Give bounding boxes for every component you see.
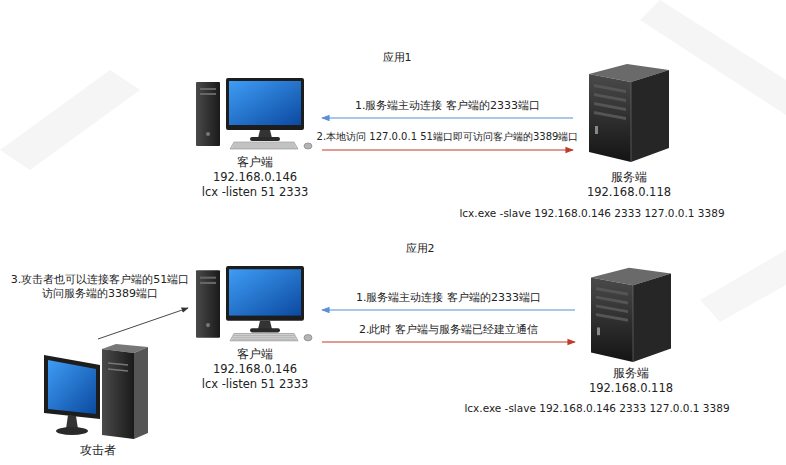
section-heading: 应用2 [404,242,437,256]
keyboard-row [232,339,296,340]
computer-icon [194,264,316,344]
node-detail: lcx -listen 51 2333 [186,377,324,392]
monitor-screen [48,360,96,414]
node-detail: 192.168.0.146 [186,170,324,185]
drive-bay [594,93,626,102]
power-button [206,132,210,136]
server-side [631,70,669,162]
node-title: 客户端 [186,347,324,362]
tower-case [196,82,220,146]
tower-case [196,270,220,337]
drive-slot [200,282,216,284]
node-detail: 192.168.0.146 [186,362,324,377]
keyboard-row [234,144,294,145]
monitor-neck [258,130,272,138]
monitor-base [250,137,280,141]
connection-arrow [322,341,575,342]
mouse [304,143,312,149]
connection-arrow [98,308,188,339]
tower-front [102,349,134,439]
computer-icon [42,343,154,441]
section-heading: 应用1 [381,51,414,65]
drive-bay [594,102,626,111]
client-computer: 客户端192.168.0.146lcx -listen 51 2333 [186,76,324,200]
watermark-stripe [700,250,786,322]
server-lock [595,126,598,134]
client-computer: 客户端192.168.0.146lcx -listen 51 2333 [186,264,324,392]
keyboard-row [233,146,295,147]
tower-side [134,347,148,439]
power-button [206,323,210,327]
server-front [591,277,633,362]
monitor-bezel [44,355,100,419]
keyboard [230,142,298,149]
drive-bay [594,111,626,120]
node-title: 服务端 [577,366,685,381]
server-side [633,274,671,362]
keyboard-row [232,148,296,149]
connection-arrow [322,309,575,310]
node-title: 客户端 [186,155,324,170]
server-lock [597,327,600,335]
server-front [589,74,631,162]
command-line: lcx.exe -slave 192.168.0.146 2333 127.0.… [462,401,731,415]
monitor-base [56,427,88,435]
connection-arrow [322,149,573,150]
attacker-computer: 攻击者 [38,343,158,458]
monitor-screen [229,81,301,125]
drive-bay [596,296,628,305]
edge-label: 2.此时 客户端与服务端已经建立通信 [357,323,540,337]
server-tower: 服务端192.168.0.118 [577,264,685,396]
server-edge [631,82,632,162]
monitor-bezel [226,266,304,321]
computer-icon [579,60,679,164]
edge-label: 1.服务端主动连接 客户端的2333端口 [354,291,543,305]
monitor-bezel [226,78,304,130]
watermark-stripe [0,70,140,170]
computer-icon [581,264,681,364]
connection-arrow [322,117,573,118]
drive-bay [596,304,628,313]
mouse [304,335,312,341]
drive-bay [594,84,626,93]
drive-bay [596,313,628,322]
node-title: 服务端 [575,170,683,185]
keyboard-row [234,335,294,336]
command-line: lcx.exe -slave 192.168.0.146 2333 127.0.… [457,206,726,220]
monitor-neck [66,415,78,429]
node-title: 攻击者 [38,443,158,458]
edge-label: 1.服务端主动连接 客户端的2333端口 [353,99,542,113]
server-tower: 服务端192.168.0.118 [575,60,683,200]
drive-slot [200,88,216,90]
monitor-screen [229,269,301,315]
node-detail: 192.168.0.118 [577,381,685,396]
drive-slot [108,369,128,371]
monitor-base [250,328,280,332]
keyboard [230,333,298,340]
drive-slot [108,363,128,365]
monitor-neck [258,321,272,329]
edge-label: 3.攻击者也可以连接客户端的51端口 访问服务端的3389端口 [6,273,194,301]
drive-bay [596,287,628,296]
drive-slot [200,93,216,95]
node-detail: lcx -listen 51 2333 [186,185,324,200]
edge-label: 2.本地访问 127.0.0.1 51端口即可访问客户端的3389端口 [315,130,581,144]
keyboard-row [233,337,295,338]
server-edge [633,285,634,362]
computer-icon [194,76,316,152]
node-detail: 192.168.0.118 [575,185,683,200]
drive-slot [200,277,216,279]
